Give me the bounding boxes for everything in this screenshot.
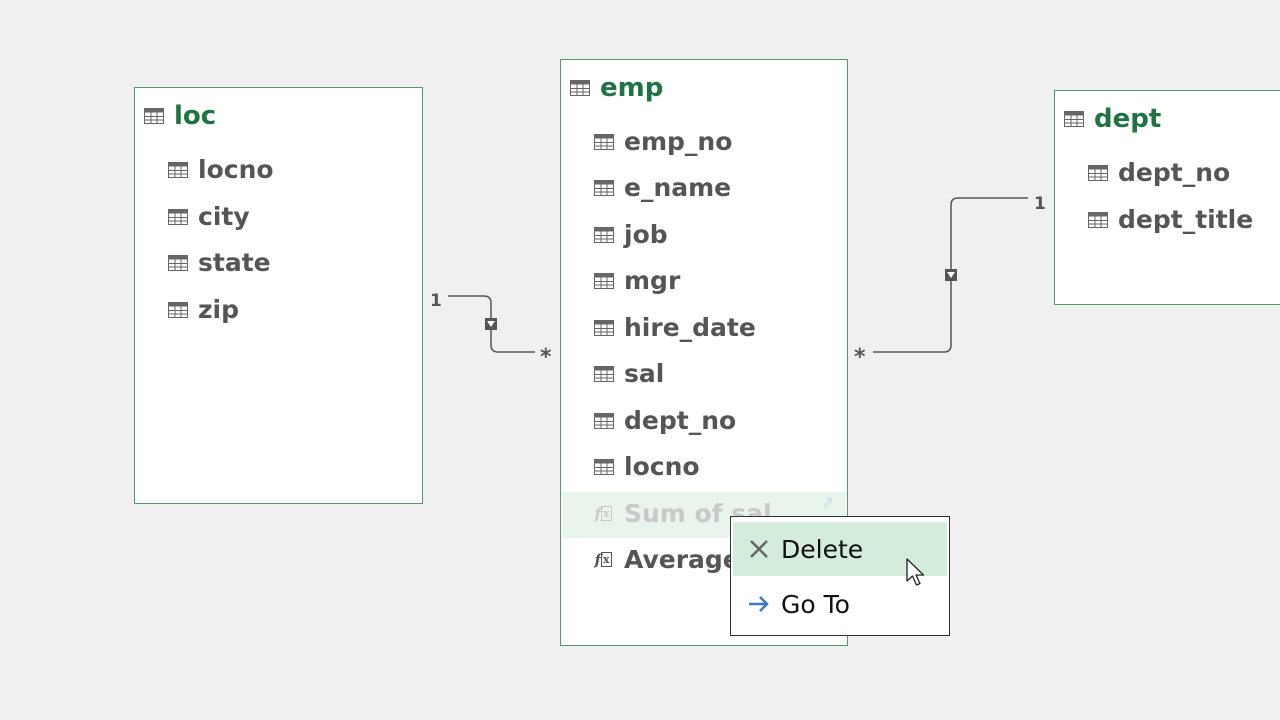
table-icon <box>594 319 614 336</box>
field-emp_no[interactable]: emp_no <box>594 127 732 156</box>
field-label: dept_no <box>624 406 737 435</box>
table-icon <box>570 80 590 96</box>
table-title-dept[interactable]: dept <box>1064 104 1161 134</box>
context-menu: Delete Go To <box>730 516 950 636</box>
field-label: e_name <box>624 173 732 202</box>
table-card-loc[interactable] <box>134 87 423 504</box>
field-label: dept_title <box>1118 205 1254 234</box>
measure-label: Average <box>624 545 740 574</box>
field-zip[interactable]: zip <box>168 295 239 324</box>
close-icon <box>750 540 768 558</box>
mouse-cursor-icon <box>906 558 925 586</box>
field-state[interactable]: state <box>168 248 271 277</box>
field-label: mgr <box>624 266 681 295</box>
table-title-emp[interactable]: emp <box>570 73 663 103</box>
table-icon <box>594 365 614 382</box>
menu-item-go-to[interactable]: Go To <box>733 577 947 631</box>
arrow-right-icon <box>749 596 769 612</box>
field-label: emp_no <box>624 127 733 156</box>
table-name: dept <box>1094 104 1162 134</box>
table-icon <box>594 412 614 429</box>
field-job[interactable]: job <box>594 220 668 249</box>
table-icon <box>1088 164 1108 181</box>
table-icon <box>594 272 614 289</box>
field-mgr[interactable]: mgr <box>594 266 680 295</box>
table-title-loc[interactable]: loc <box>144 101 216 131</box>
field-label: sal <box>624 359 665 388</box>
table-icon <box>168 208 188 225</box>
relationship-dept-one-label: 1 <box>1034 194 1046 214</box>
menu-item-label: Delete <box>781 534 864 564</box>
field-label: hire_date <box>624 313 756 342</box>
field-label: zip <box>198 295 240 324</box>
relationship-loc-many-label: * <box>540 345 552 370</box>
table-icon <box>144 108 164 124</box>
table-icon <box>1088 211 1108 228</box>
link-icon <box>823 498 832 508</box>
table-name: emp <box>600 73 664 103</box>
table-icon <box>594 133 614 150</box>
field-dept_no[interactable]: dept_no <box>594 406 736 435</box>
table-icon <box>168 254 188 271</box>
field-label: city <box>198 202 250 231</box>
field-label: dept_no <box>1118 158 1231 187</box>
field-sal[interactable]: sal <box>594 359 664 388</box>
field-label: job <box>624 220 668 249</box>
table-card-dept[interactable] <box>1054 90 1280 305</box>
field-e_name[interactable]: e_name <box>594 173 731 202</box>
field-label: locno <box>624 452 700 481</box>
relationship-dept-many-label: * <box>854 345 866 370</box>
table-icon <box>594 458 614 475</box>
menu-item-label: Go To <box>781 589 850 619</box>
table-icon <box>594 226 614 243</box>
relationship-loc-emp[interactable]: 1 * <box>430 291 552 370</box>
table-icon <box>1064 111 1084 127</box>
table-icon <box>594 179 614 196</box>
field-locno[interactable]: locno <box>168 155 274 184</box>
table-icon <box>168 301 188 318</box>
field-dept_title[interactable]: dept_title <box>1088 205 1253 234</box>
field-label: state <box>198 248 271 277</box>
filter-direction-icon <box>485 318 497 330</box>
relationship-emp-dept[interactable]: * 1 <box>854 194 1046 370</box>
table-icon <box>168 161 188 178</box>
field-label: locno <box>198 155 274 184</box>
field-locno[interactable]: locno <box>594 452 700 481</box>
field-city[interactable]: city <box>168 202 250 231</box>
field-dept_no[interactable]: dept_no <box>1088 158 1230 187</box>
relationship-loc-one-label: 1 <box>430 291 442 311</box>
field-hire_date[interactable]: hire_date <box>594 313 756 342</box>
table-name: loc <box>174 101 217 131</box>
filter-direction-icon <box>945 269 957 281</box>
